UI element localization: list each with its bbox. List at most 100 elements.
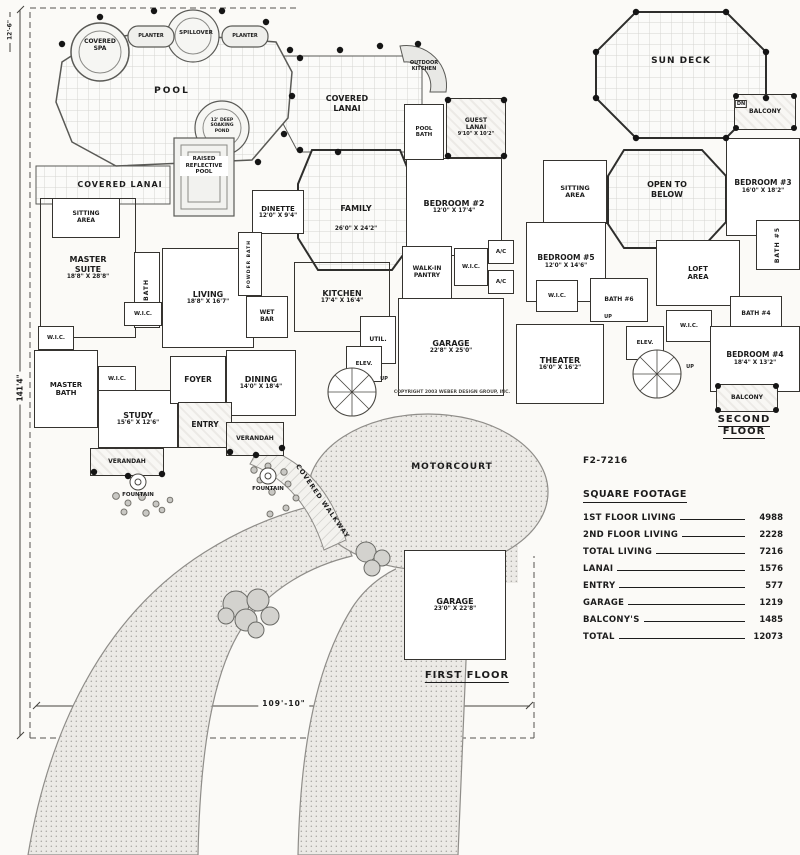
room-garage-2: GARAGE 23'0" X 22'8"	[404, 550, 506, 660]
room-verandah-2: VERANDAH	[90, 448, 164, 476]
sqft-value: 1219	[759, 598, 783, 608]
sqft-value: 1485	[759, 615, 783, 625]
room-dims: 15'6" X 12'6"	[116, 420, 160, 427]
covered-lanai-left-label: COVERED LANAI	[77, 180, 163, 189]
top-left-dimension: 12'-6"	[6, 17, 14, 43]
room-name: BEDROOM #2	[423, 199, 485, 209]
room-dims: 12'0" X 9'4"	[258, 212, 298, 219]
room-dims: 17'4" X 16'4"	[320, 298, 364, 305]
room-name: W.I.C.	[548, 292, 566, 299]
first-floor-title: FIRST FLOOR	[424, 670, 510, 683]
room-master-suite: MASTER SUITE 18'8" X 28'8"	[40, 198, 136, 338]
reflective-pool-label: RAISED REFLECTIVE POOL	[180, 156, 228, 176]
pool-label: POOL	[154, 86, 190, 96]
room-wic-2: W.I.C.	[38, 326, 74, 350]
room-name: MASTER BATH	[49, 380, 83, 397]
room-name: FAMILY	[340, 204, 372, 213]
room-name: THEATER	[539, 356, 581, 366]
ff-up-label: UP	[380, 376, 388, 382]
leader-line	[682, 536, 745, 537]
sqft-row: GARAGE 1219	[583, 598, 783, 608]
fountain-1-label: FOUNTAIN	[122, 492, 154, 498]
room-name: BEDROOM #5	[537, 253, 595, 263]
room-name: DINING	[244, 375, 278, 385]
room-bedroom-2: BEDROOM #2 12'0" X 17'4"	[406, 158, 502, 256]
room-name: VERANDAH	[236, 434, 274, 442]
sqft-row: 1ST FLOOR LIVING 4988	[583, 513, 783, 523]
sqft-value: 4988	[759, 513, 783, 523]
room-name: A/C	[495, 278, 507, 285]
sqft-label: LANAI	[583, 564, 614, 574]
sqft-value: 2228	[759, 530, 783, 540]
room-dining: DINING 14'0" X 18'4"	[226, 350, 296, 416]
room-loft-area: LOFT AREA	[656, 240, 740, 306]
leader-line	[617, 570, 745, 571]
room-name: BEDROOM #3	[734, 178, 792, 188]
room-dims: 22'8" X 25'0"	[429, 348, 473, 355]
reflective-pool-shape	[173, 137, 235, 217]
sqft-label: 2ND FLOOR LIVING	[583, 530, 679, 540]
room-name: VERANDAH	[108, 457, 146, 465]
sf-up-2-label: UP	[686, 364, 694, 370]
room-study: STUDY 15'6" X 12'6"	[98, 390, 178, 448]
planter-shapes	[127, 25, 269, 48]
open-to-below-label: OPEN TO BELOW	[647, 180, 687, 199]
room-wic-4: W.I.C.	[454, 248, 488, 286]
room-sitting-area: SITTING AREA	[52, 198, 120, 238]
room-name: BATH #6	[604, 295, 634, 303]
room-kitchen: KITCHEN 17'4" X 16'4"	[294, 262, 390, 332]
motorcourt-label: MOTORCOURT	[411, 462, 493, 472]
room-name: SITTING AREA	[560, 183, 590, 199]
room-name: ENTRY	[191, 419, 219, 429]
room-name: LOFT AREA	[687, 264, 709, 281]
title-text: SECOND FLOOR	[717, 414, 771, 439]
room-wic-3: W.I.C.	[98, 366, 136, 392]
room-dims: 18'8" X 28'8"	[66, 273, 110, 280]
overall-height-dimension: 141'4"	[15, 371, 25, 405]
room-name: MASTER SUITE	[69, 255, 107, 274]
room-name: BALCONY	[749, 107, 781, 115]
room-wic-1: W.I.C.	[124, 302, 162, 326]
motorcourt-paving	[307, 413, 549, 571]
room-name: W.I.C.	[47, 334, 65, 341]
overall-width-dimension: 109'-10"	[258, 699, 310, 708]
room-master-bath: MASTER BATH	[34, 350, 98, 428]
leader-line	[679, 519, 745, 520]
room-name: WALK-IN PANTRY	[412, 265, 442, 279]
leader-line	[643, 621, 745, 622]
room-foyer: FOYER	[170, 356, 226, 404]
sqft-value: 12073	[753, 632, 783, 642]
room-elev-1: ELEV.	[346, 346, 382, 382]
planter-2-label: PLANTER	[232, 33, 258, 39]
room-walkin-pantry: WALK-IN PANTRY	[402, 246, 452, 300]
room-dims: 26'0" X 24'2"	[334, 226, 378, 233]
room-name: W.I.C.	[680, 322, 698, 329]
fountain-2-label: FOUNTAIN	[252, 486, 284, 492]
sqft-row: TOTAL 12073	[583, 632, 783, 642]
room-guest-lanai: GUEST LANAI 9'10" X 10'2"	[446, 98, 506, 158]
room-dims: 16'0" X 16'2"	[538, 365, 582, 372]
room-name: WET BAR	[259, 309, 275, 323]
square-footage-panel: F2-7216 SQUARE FOOTAGE 1ST FLOOR LIVING …	[583, 456, 783, 649]
room-name: BATH #5	[773, 226, 781, 264]
room-wet-bar: WET BAR	[246, 296, 288, 338]
room-name: POWDER BATH	[247, 239, 253, 289]
room-balcony-bottom: BALCONY	[716, 384, 778, 412]
sqft-label: 1ST FLOOR LIVING	[583, 513, 676, 523]
title-text: FIRST FLOOR	[424, 670, 510, 683]
covered-spa-shape	[70, 22, 130, 82]
room-name: A/C	[495, 248, 507, 255]
room-dinette: DINETTE 12'0" X 9'4"	[252, 190, 304, 234]
room-wic-5: W.I.C.	[536, 280, 578, 312]
family-room-label: FAMILY 26'0" X 24'2"	[335, 196, 377, 234]
sqft-value: 7216	[759, 547, 783, 557]
room-name: BEDROOM #4	[726, 350, 784, 360]
room-bedroom-3: BEDROOM #3 16'0" X 18'2"	[726, 138, 800, 236]
room-powder-bath: POWDER BATH	[238, 232, 262, 296]
sqft-label: BALCONY'S	[583, 615, 640, 625]
leader-line	[618, 638, 745, 639]
room-ac-1: A/C	[488, 240, 514, 264]
room-bath-5: BATH #5	[756, 220, 800, 270]
room-name: LIVING	[192, 290, 224, 300]
room-name: ELEV.	[355, 360, 373, 367]
